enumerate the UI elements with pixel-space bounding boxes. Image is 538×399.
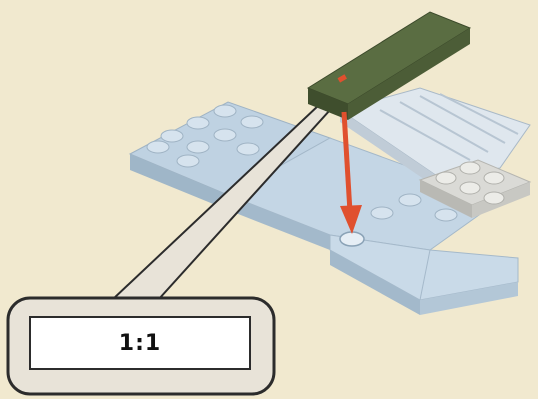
scale-label: 1:1 (30, 317, 250, 369)
target-stud (340, 232, 364, 246)
